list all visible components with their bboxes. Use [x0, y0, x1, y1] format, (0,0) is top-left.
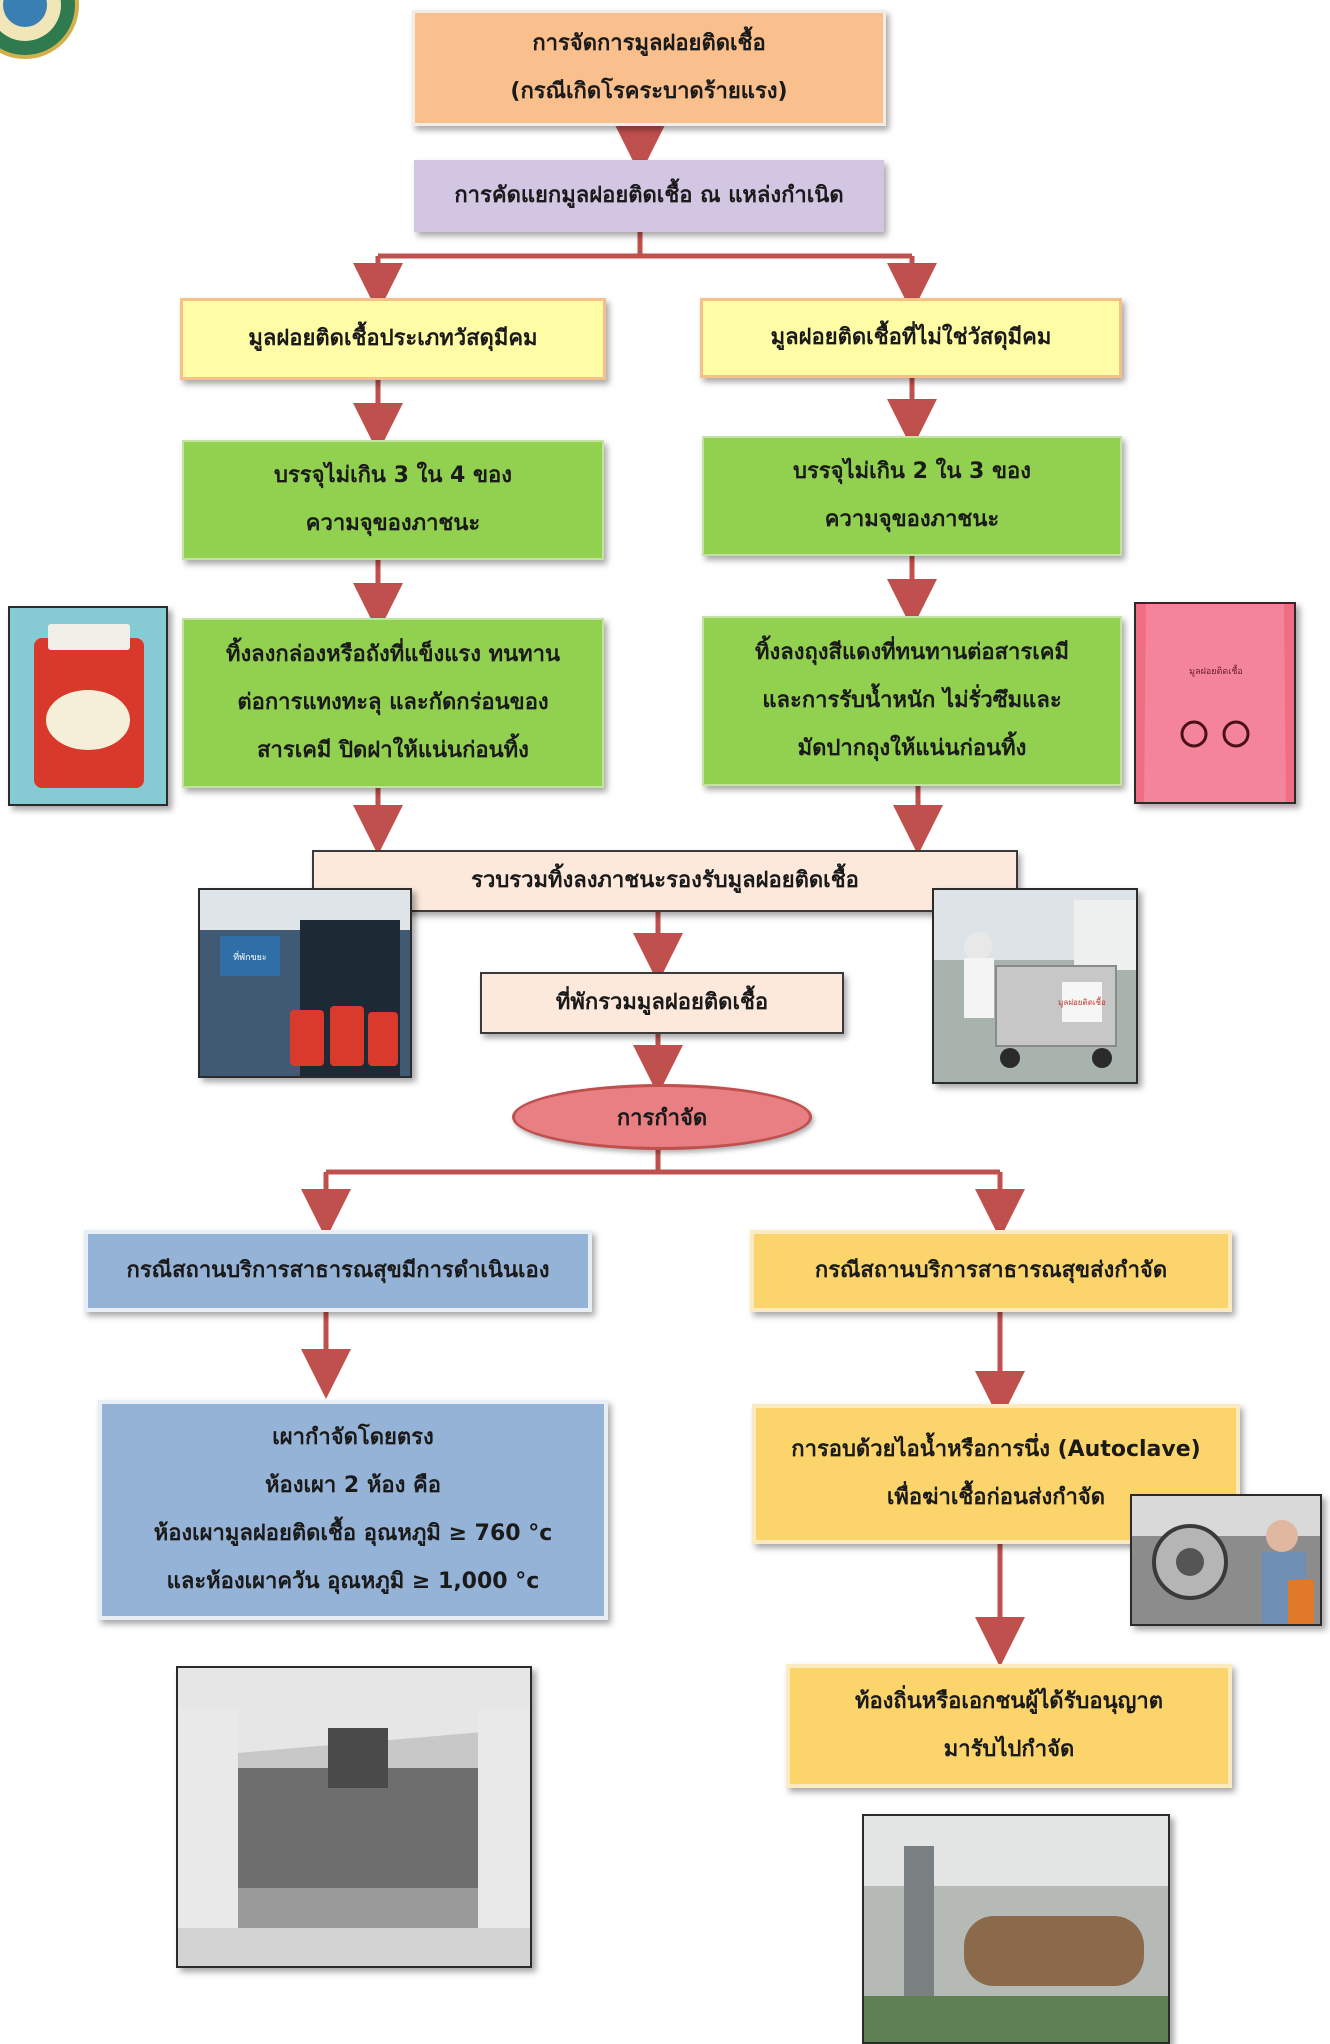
- storage-label: ที่พักรวมมูลฝอยติดเชื้อ: [555, 990, 769, 1015]
- self-operated-case-label: กรณีสถานบริการสาธารณสุขมีการดำเนินเอง: [126, 1258, 550, 1283]
- non-sharps-dispose-line-3: มัดปากถุงให้แน่นก่อนทิ้ง: [797, 736, 1027, 761]
- outsourced-case-box: กรณีสถานบริการสาธารณสุขส่งกำจัด: [750, 1230, 1232, 1312]
- title-line-2: (กรณีเกิดโรคระบาดร้ายแรง): [510, 79, 788, 104]
- storage-room-photo: ที่พักขยะ: [198, 888, 412, 1078]
- non-sharps-fill-box: บรรจุไม่เกิน 2 ใน 3 ของ ความจุของภาชนะ: [702, 436, 1122, 556]
- disposal-label: การกำจัด: [616, 1105, 708, 1131]
- bag-label-text: มูลฝอยติดเชื้อ: [1189, 664, 1243, 677]
- incineration-line-3: ห้องเผามูลฝอยติดเชื้อ อุณหภูมิ ≥ 760 °c: [153, 1521, 553, 1546]
- separation-box: การคัดแยกมูลฝอยติดเชื้อ ณ แหล่งกำเนิด: [414, 160, 884, 232]
- incineration-line-4: และห้องเผาควัน อุณหภูมิ ≥ 1,000 °c: [166, 1569, 540, 1594]
- split-connector-top: [378, 232, 912, 259]
- sharps-fill-line-1: บรรจุไม่เกิน 3 ใน 4 ของ: [274, 463, 512, 488]
- emblem-logo: [0, 0, 79, 59]
- sharps-type-label: มูลฝอยติดเชื้อประเภทวัสดุมีคม: [248, 326, 538, 351]
- sharps-dispose-line-3: สารเคมี ปิดฝาให้แน่นก่อนทิ้ง: [257, 738, 529, 763]
- autoclave-box: การอบด้วยไอน้ำหรือการนึ่ง (Autoclave) เพ…: [752, 1404, 1240, 1544]
- incineration-line-1: เผากำจัดโดยตรง: [272, 1425, 434, 1450]
- outsourced-case-label: กรณีสถานบริการสาธารณสุขส่งกำจัด: [814, 1258, 1168, 1283]
- collect-label: รวบรวมทิ้งลงภาชนะรองรับมูลฝอยติดเชื้อ: [471, 868, 859, 893]
- waste-cart-photo: มูลฝอยติดเชื้อ: [932, 888, 1138, 1084]
- title-box: การจัดการมูลฝอยติดเชื้อ (กรณีเกิดโรคระบา…: [412, 10, 886, 126]
- non-sharps-dispose-line-1: ทิ้งลงถุงสีแดงที่ทนทานต่อสารเคมี: [755, 640, 1069, 665]
- room-sign-text: ที่พักขยะ: [233, 950, 267, 963]
- disposal-plant-image: [864, 1816, 1168, 2042]
- non-sharps-fill-line-1: บรรจุไม่เกิน 2 ใน 3 ของ: [793, 459, 1031, 484]
- non-sharps-type-box: มูลฝอยติดเชื้อที่ไม่ใช่วัสดุมีคม: [700, 298, 1122, 378]
- self-operated-case-box: กรณีสถานบริการสาธารณสุขมีการดำเนินเอง: [84, 1230, 592, 1312]
- disposal-oval: การกำจัด: [512, 1084, 812, 1150]
- autoclave-line-1: การอบด้วยไอน้ำหรือการนึ่ง (Autoclave): [791, 1437, 1201, 1462]
- incineration-line-2: ห้องเผา 2 ห้อง คือ: [265, 1473, 441, 1498]
- storage-room-image: ที่พักขยะ: [200, 890, 410, 1076]
- licensed-collector-box: ท้องถิ่นหรือเอกชนผู้ได้รับอนุญาต มารับไป…: [786, 1664, 1232, 1788]
- non-sharps-dispose-box: ทิ้งลงถุงสีแดงที่ทนทานต่อสารเคมี และการร…: [702, 616, 1122, 786]
- sharps-dispose-box: ทิ้งลงกล่องหรือถังที่แข็งแรง ทนทาน ต่อกา…: [182, 618, 604, 788]
- non-sharps-dispose-line-2: และการรับน้ำหนัก ไม่รั่วซึมและ: [762, 688, 1062, 713]
- separation-label: การคัดแยกมูลฝอยติดเชื้อ ณ แหล่งกำเนิด: [454, 183, 844, 208]
- non-sharps-type-label: มูลฝอยติดเชื้อที่ไม่ใช่วัสดุมีคม: [770, 325, 1052, 350]
- disposal-plant-photo: [862, 1814, 1170, 2044]
- sharps-dispose-line-2: ต่อการแทงทะลุ และกัดกร่อนของ: [237, 690, 549, 715]
- storage-box: ที่พักรวมมูลฝอยติดเชื้อ: [480, 972, 844, 1034]
- title-line-1: การจัดการมูลฝอยติดเชื้อ: [532, 31, 766, 56]
- sharps-container-image: [10, 608, 166, 804]
- licensed-collector-line-1: ท้องถิ่นหรือเอกชนผู้ได้รับอนุญาต: [854, 1689, 1164, 1714]
- non-sharps-fill-line-2: ความจุของภาชนะ: [824, 507, 1000, 532]
- autoclave-photo: [1130, 1494, 1322, 1626]
- incinerator-image: [178, 1668, 530, 1966]
- incinerator-photo: [176, 1666, 532, 1968]
- sharps-fill-line-2: ความจุของภาชนะ: [305, 511, 481, 536]
- direct-incineration-box: เผากำจัดโดยตรง ห้องเผา 2 ห้อง คือ ห้องเผ…: [98, 1400, 608, 1620]
- cart-label-text: มูลฝอยติดเชื้อ: [1058, 996, 1106, 1008]
- sharps-type-box: มูลฝอยติดเชื้อประเภทวัสดุมีคม: [180, 298, 606, 380]
- autoclave-line-2: เพื่อฆ่าเชื้อก่อนส่งกำจัด: [886, 1485, 1106, 1510]
- red-bag-photo: มูลฝอยติดเชื้อ: [1134, 602, 1296, 804]
- licensed-collector-line-2: มารับไปกำจัด: [943, 1737, 1075, 1762]
- sharps-dispose-line-1: ทิ้งลงกล่องหรือถังที่แข็งแรง ทนทาน: [225, 642, 561, 667]
- waste-cart-image: มูลฝอยติดเชื้อ: [934, 890, 1136, 1082]
- sharps-container-photo: [8, 606, 168, 806]
- sharps-fill-box: บรรจุไม่เกิน 3 ใน 4 ของ ความจุของภาชนะ: [182, 440, 604, 560]
- red-bag-image: มูลฝอยติดเชื้อ: [1136, 604, 1294, 802]
- split-connector-bottom: [326, 1150, 1000, 1175]
- collect-box: รวบรวมทิ้งลงภาชนะรองรับมูลฝอยติดเชื้อ: [312, 850, 1018, 912]
- autoclave-image: [1132, 1496, 1320, 1624]
